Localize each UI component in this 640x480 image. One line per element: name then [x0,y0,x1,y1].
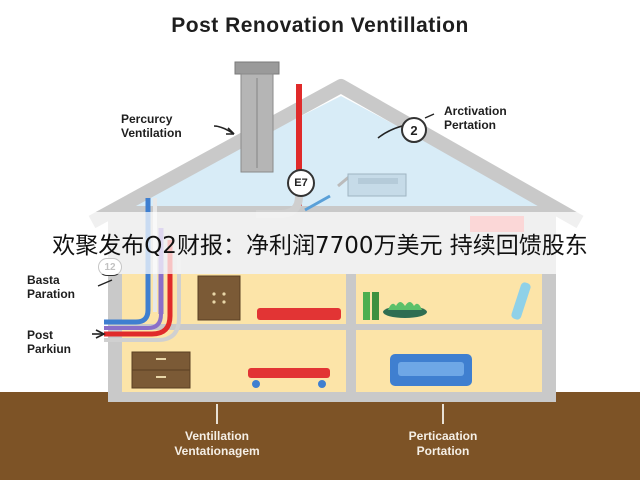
label-basta-line2: Paration [27,287,76,301]
callout-line-basta [97,279,113,287]
bottom-label-right-line1: Perticaation [408,429,478,443]
bottom-label-left: Ventillation Ventationagem [142,429,292,459]
upper-right-room [356,274,542,324]
roof-frame [88,79,584,229]
lamp [511,282,531,320]
attic-unit [347,173,407,197]
ground [0,392,640,480]
label-arctivation-line2: Pertation [444,118,497,132]
label-basta: Basta Paration [27,273,75,301]
badge-pipe-marker: E7 [287,169,315,197]
label-post-line2: Parkiun [27,342,72,356]
duct-elbow-blue [104,309,151,325]
books [363,292,370,320]
bottom-label-left-line2: Ventationagem [174,444,260,458]
caption-band [0,212,640,274]
red-table [248,368,330,378]
label-post-line1: Post [27,328,54,342]
duct-elbow-red [104,315,173,337]
bottom-label-left-line1: Ventillation [184,429,249,443]
label-percurcy: Percurcy Ventilation [121,112,182,140]
callout-line-arctivation [377,125,403,139]
label-post: Post Parkiun [27,328,71,356]
red-bench [257,308,341,320]
badge-arctivation: 2 [401,117,427,143]
label-arctivation-line1: Arctivation [444,104,507,118]
diagram-title: Post Renovation Ventillation [171,14,469,37]
chimney-cap [234,61,280,75]
bottom-label-right: Perticaation Portation [368,429,518,459]
attic-space [110,96,558,212]
label-arctivation: Arctivation Pertation [444,104,507,132]
overlay-caption: 欢聚发布Q2财报：净利润7700万美元 持续回馈股东 [52,233,588,259]
label-basta-line1: Basta [27,273,60,287]
bottom-label-right-line2: Portation [416,444,470,458]
label-percurcy-line2: Ventilation [121,126,182,140]
cabinet [197,275,241,321]
label-percurcy-line1: Percurcy [121,112,173,126]
